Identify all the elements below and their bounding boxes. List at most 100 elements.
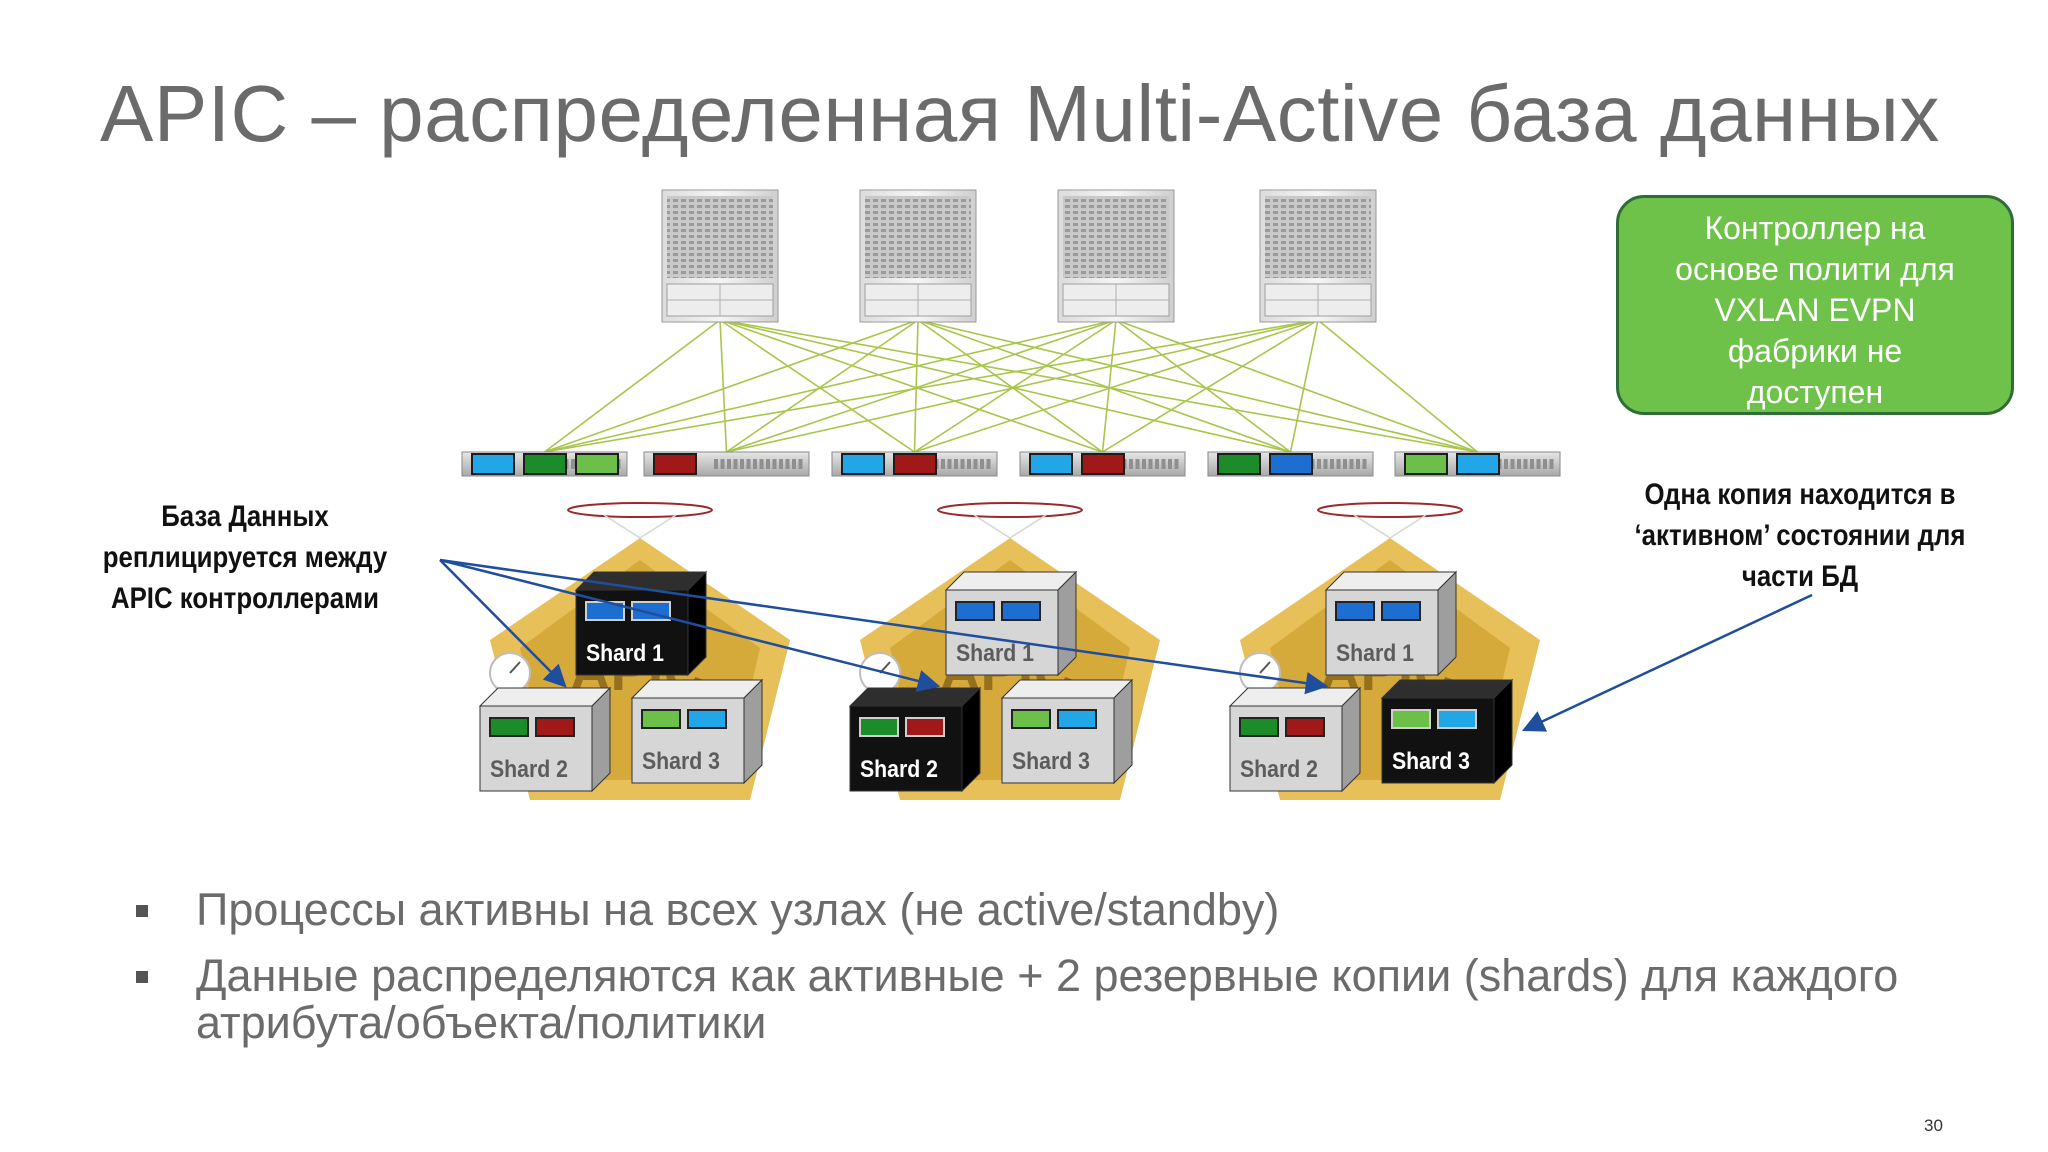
ring-link <box>639 514 677 539</box>
ring-link <box>1353 514 1391 539</box>
port <box>1317 459 1321 469</box>
port-block <box>841 453 885 475</box>
shard-label: Shard 1 <box>1336 640 1414 667</box>
spine-switch <box>1259 189 1377 323</box>
fabric-links <box>544 319 1479 453</box>
note-line: APIC контроллерами <box>110 582 380 615</box>
port <box>1356 459 1360 469</box>
port <box>1362 459 1367 469</box>
port <box>798 459 803 469</box>
fabric-link <box>913 319 919 453</box>
shard-label: Shard 1 <box>956 640 1034 667</box>
cube-top <box>848 687 982 707</box>
callout-line: VXLAN EVPN <box>1714 292 1916 328</box>
cube-side <box>591 686 611 793</box>
fabric-link <box>544 319 721 453</box>
fabric-link <box>726 319 1319 453</box>
status-led <box>859 717 899 737</box>
callout-line: фабрики не <box>1727 333 1903 369</box>
ring-link <box>603 514 641 539</box>
bullet-square-icon <box>136 905 148 917</box>
status-led <box>1381 601 1421 621</box>
gauge-needle <box>509 661 521 674</box>
shard-cube: Shard 3 <box>1000 678 1134 785</box>
port <box>1155 459 1159 469</box>
port <box>720 459 725 469</box>
port-block <box>653 453 697 475</box>
bullet-text: Процессы активны на всех узлах (не activ… <box>196 884 1280 935</box>
port <box>986 459 991 469</box>
fabric-link <box>719 319 1478 453</box>
gauge-needle <box>1259 661 1271 674</box>
shard-label: Shard 3 <box>1012 748 1090 775</box>
port <box>1530 459 1534 469</box>
fabric-link <box>1115 319 1478 453</box>
port <box>1323 459 1328 469</box>
spine-switches <box>661 189 1377 323</box>
status-led <box>489 717 529 737</box>
cube-top <box>1000 679 1134 699</box>
fabric-link <box>719 319 1103 453</box>
fabric-link <box>726 319 919 453</box>
status-led <box>1335 601 1375 621</box>
ring-link <box>1389 514 1427 539</box>
bullet-square-icon <box>136 971 148 983</box>
note-line: ‘активном’ состоянии для <box>1634 519 1966 552</box>
port <box>1510 459 1515 469</box>
connection-ring <box>937 502 1083 518</box>
port-block <box>1269 453 1313 475</box>
cube-side <box>961 686 981 793</box>
port-block <box>575 453 619 475</box>
leaf-switches <box>461 451 1561 477</box>
leaf-switch <box>831 451 998 477</box>
port <box>960 459 965 469</box>
shard-cube: Shard 3 <box>1380 678 1514 785</box>
spine-switch <box>1057 189 1175 323</box>
fabric-link <box>1101 319 1117 453</box>
bullet-text: Данные распределяются как активные + 2 р… <box>196 950 1899 1048</box>
port <box>954 459 958 469</box>
status-led <box>905 717 945 737</box>
port-block <box>523 453 567 475</box>
port <box>941 459 945 469</box>
cube-top <box>1324 571 1458 591</box>
cube-top <box>630 679 764 699</box>
port <box>980 459 984 469</box>
port <box>785 459 790 469</box>
port-block <box>1029 453 1073 475</box>
status-led <box>1437 709 1477 729</box>
shard-label: Shard 2 <box>490 756 568 783</box>
note-line: реплицируется между <box>102 541 388 574</box>
callout-line: основе полити для <box>1675 251 1955 287</box>
shard-cube: Shard 1 <box>1324 570 1458 677</box>
fan-grille <box>865 196 971 278</box>
status-led <box>955 601 995 621</box>
status-led <box>641 709 681 729</box>
callout-box: Контроллер на основе полити для VXLAN EV… <box>1616 195 2014 415</box>
port <box>571 459 575 469</box>
fabric-link <box>917 319 1478 453</box>
shard-cube: Shard 2 <box>478 686 612 793</box>
fabric-link <box>1102 319 1319 453</box>
shard-label: Shard 2 <box>860 756 938 783</box>
cube-top <box>944 571 1078 591</box>
port <box>1343 459 1347 469</box>
port <box>727 459 731 469</box>
replication-arrow <box>439 558 1329 695</box>
cube-side <box>1113 678 1133 785</box>
cube-side <box>743 678 763 785</box>
fabric-link <box>917 319 1103 453</box>
bullet-item: Данные распределяются как активные + 2 р… <box>130 952 1990 1046</box>
note-line: База Данных <box>161 500 329 533</box>
page-number: 30 <box>1924 1116 1943 1135</box>
port <box>792 459 796 469</box>
leaf-switch <box>461 451 628 477</box>
port <box>772 459 777 469</box>
port <box>967 459 971 469</box>
shard-cube: Shard 2 <box>1228 686 1362 793</box>
fabric-link <box>914 319 1319 453</box>
port <box>740 459 744 469</box>
shard-cube: Shard 3 <box>630 678 764 785</box>
